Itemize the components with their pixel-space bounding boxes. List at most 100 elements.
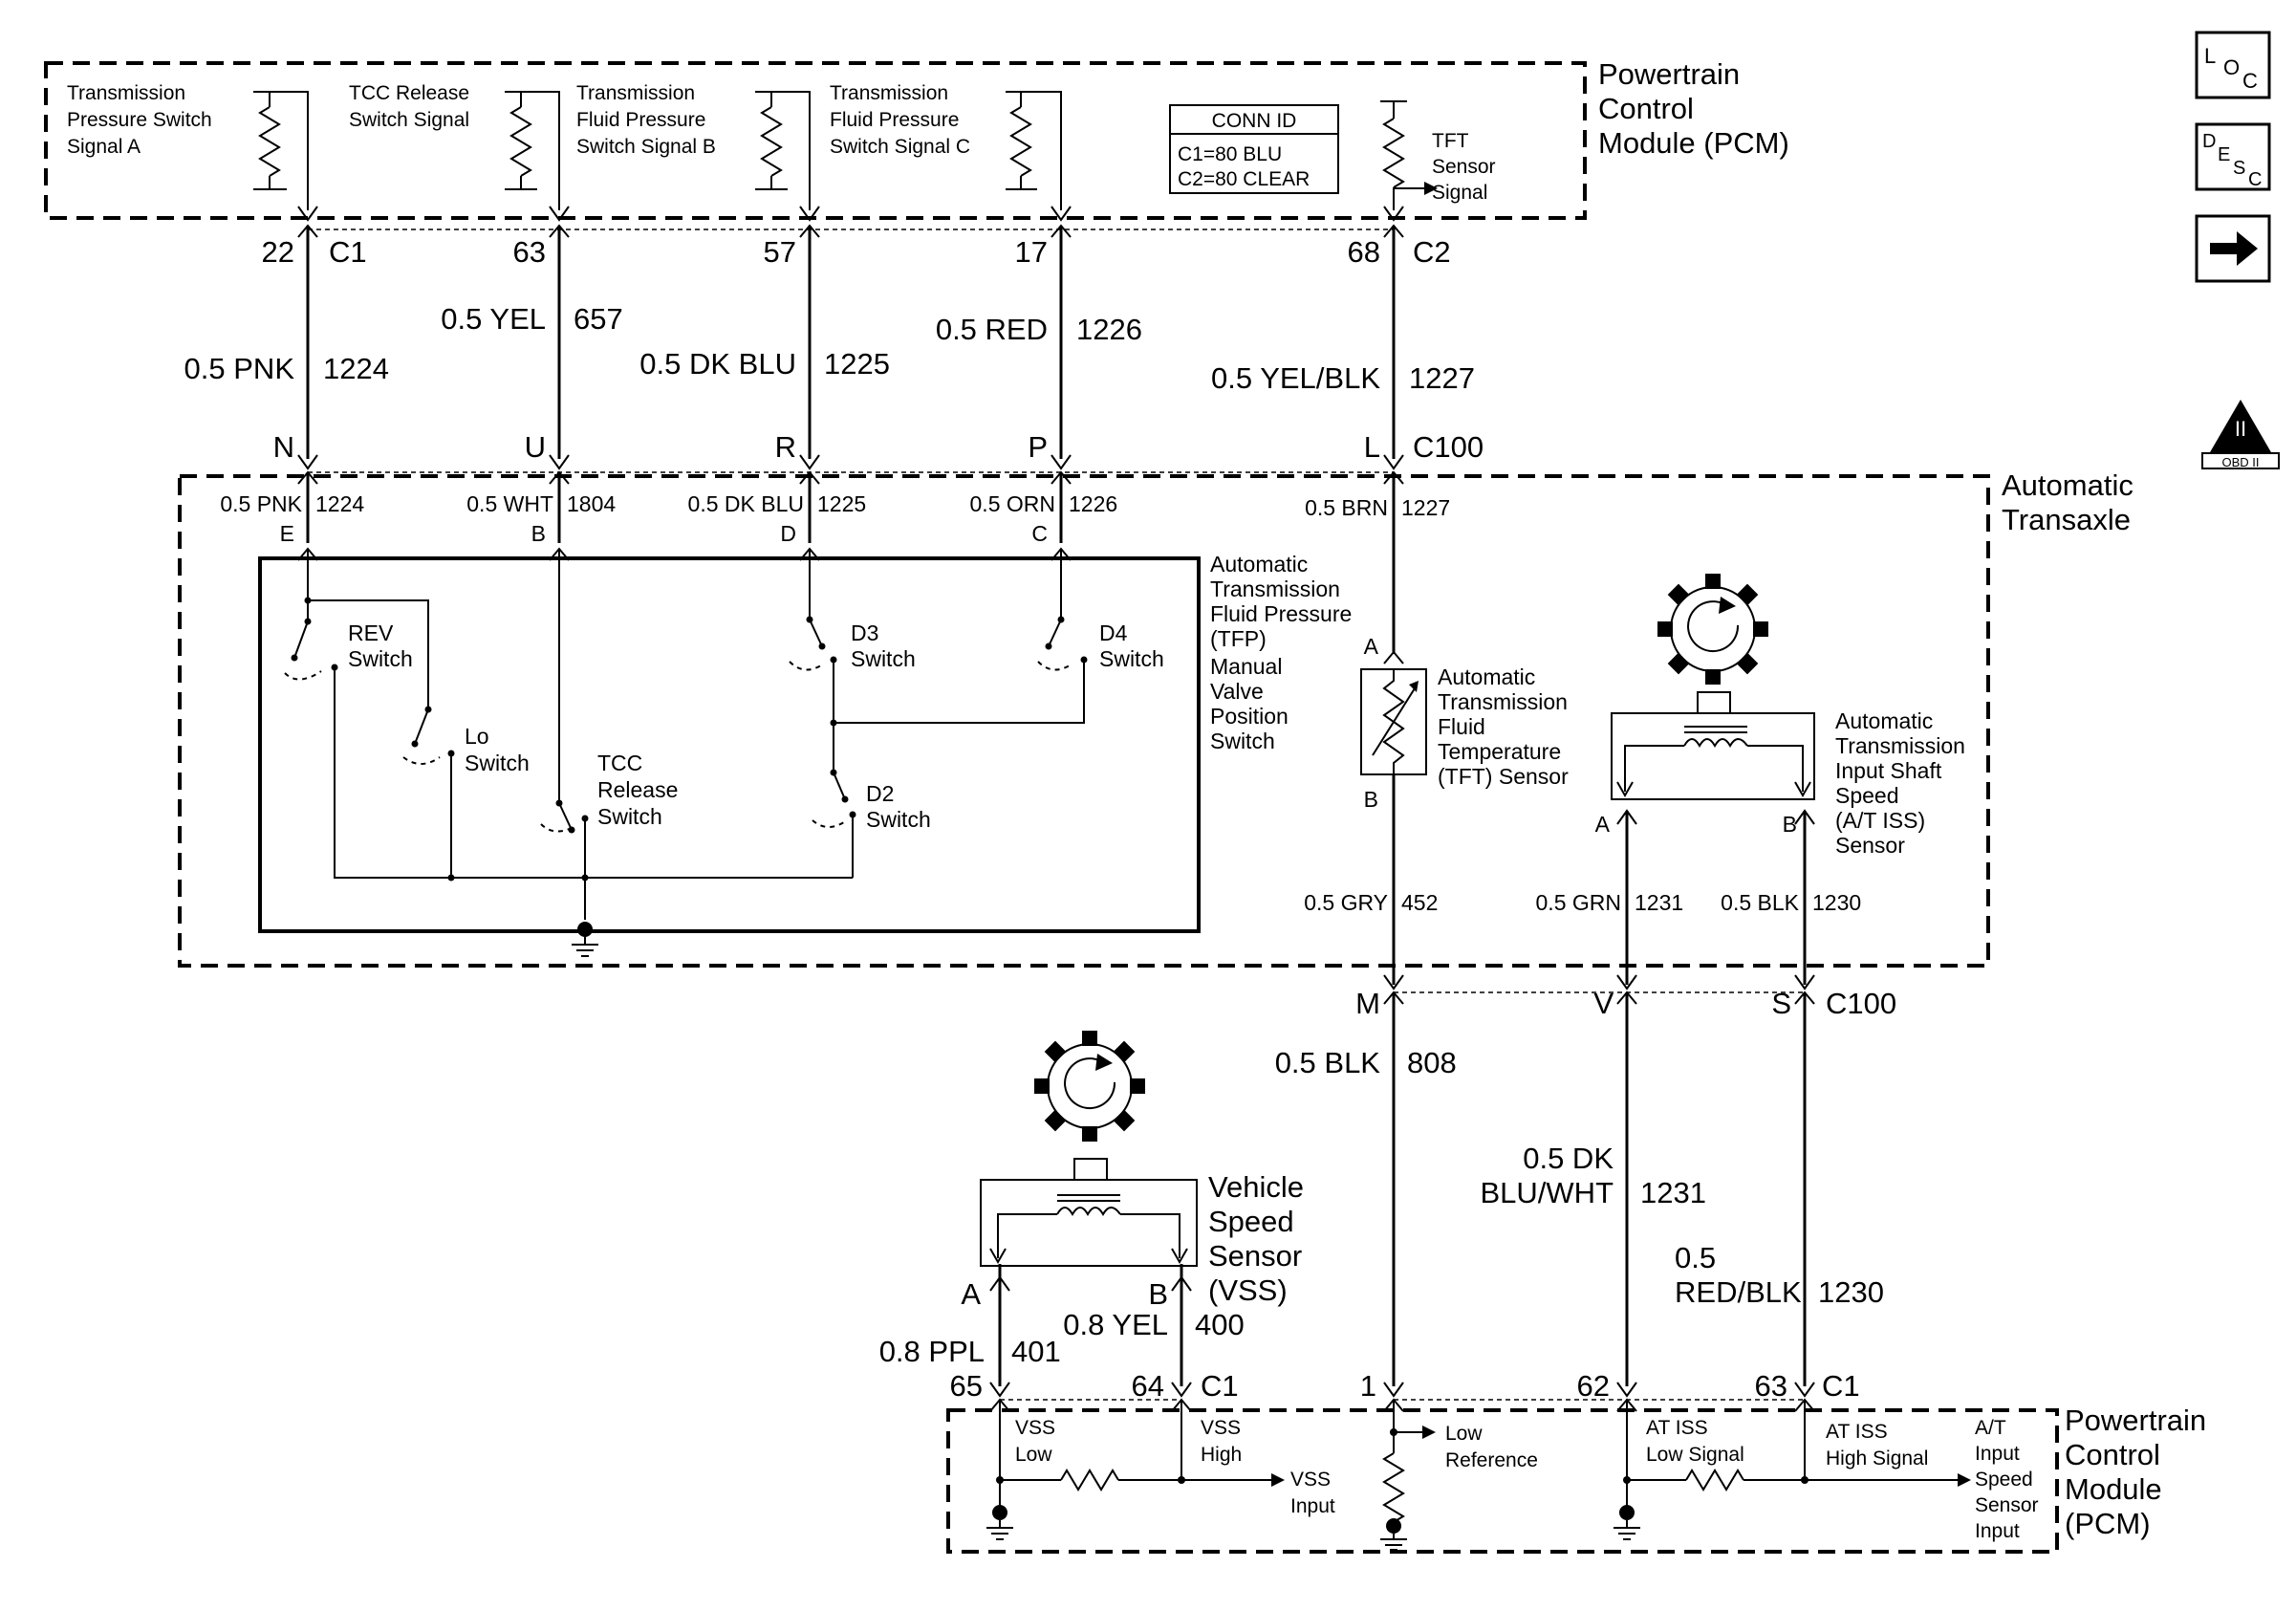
svg-text:(A/T ISS): (A/T ISS) xyxy=(1835,808,1925,833)
pcm-signal-c: Transmission Fluid Pressure Switch Signa… xyxy=(830,82,1062,210)
svg-text:C: C xyxy=(1031,521,1048,546)
svg-text:Fluid Pressure: Fluid Pressure xyxy=(576,109,705,131)
transaxle-label: Automatic Transaxle xyxy=(2002,468,2134,536)
pcm-bottom-iss: AT ISS Low Signal AT ISS High Signal A/T… xyxy=(1614,1400,2039,1542)
svg-text:Automatic: Automatic xyxy=(2002,468,2134,502)
svg-text:Powertrain: Powertrain xyxy=(2065,1404,2206,1437)
svg-text:657: 657 xyxy=(574,302,623,336)
pcm-signal-b: Transmission Fluid Pressure Switch Signa… xyxy=(576,82,811,210)
obd-ii-icon: II OBD II xyxy=(2201,400,2280,469)
svg-text:B: B xyxy=(1364,787,1378,812)
svg-text:0.8 PPL: 0.8 PPL xyxy=(879,1335,985,1368)
svg-text:Module (PCM): Module (PCM) xyxy=(1598,126,1789,160)
pcm-tcc-signal: TCC Release Switch Signal xyxy=(349,82,560,210)
svg-text:400: 400 xyxy=(1195,1308,1245,1341)
svg-text:Sensor: Sensor xyxy=(1208,1239,1302,1273)
pcm-bottom-low-ref: Low Reference xyxy=(1380,1400,1538,1551)
svg-text:Sensor: Sensor xyxy=(1975,1494,2039,1516)
pcm-top-border xyxy=(44,61,1587,220)
svg-text:OBD II: OBD II xyxy=(2221,455,2259,469)
svg-text:D4: D4 xyxy=(1099,620,1128,645)
svg-text:0.5 DK BLU: 0.5 DK BLU xyxy=(688,491,804,516)
svg-text:Sensor: Sensor xyxy=(1835,833,1905,858)
svg-text:E: E xyxy=(2218,144,2230,165)
svg-text:Switch: Switch xyxy=(851,646,916,671)
svg-text:Lo: Lo xyxy=(465,724,489,749)
svg-text:0.5 BLK: 0.5 BLK xyxy=(1721,890,1799,915)
svg-text:R: R xyxy=(775,430,796,464)
vss-gear-icon xyxy=(1034,1031,1145,1142)
svg-text:VSS: VSS xyxy=(1290,1469,1331,1491)
svg-text:Reference: Reference xyxy=(1445,1449,1538,1471)
svg-text:Switch Signal C: Switch Signal C xyxy=(830,136,970,158)
loc-icon[interactable]: L O C xyxy=(2195,31,2271,99)
svg-text:S: S xyxy=(2233,158,2245,179)
svg-text:1230: 1230 xyxy=(1818,1275,1884,1309)
svg-text:Switch: Switch xyxy=(348,646,413,671)
svg-text:C100: C100 xyxy=(1413,430,1484,464)
svg-text:VSS: VSS xyxy=(1015,1417,1055,1439)
iss-sensor: A B Automatic Transmission Input Shaft S… xyxy=(1595,574,1965,985)
svg-text:Switch Signal: Switch Signal xyxy=(349,109,469,131)
svg-text:D: D xyxy=(2202,131,2216,152)
svg-text:0.5 PNK: 0.5 PNK xyxy=(184,352,295,385)
svg-text:CONN ID: CONN ID xyxy=(1212,110,1297,132)
next-arrow-icon[interactable] xyxy=(2195,214,2271,283)
svg-text:Automatic: Automatic xyxy=(1835,708,1933,733)
svg-text:1230: 1230 xyxy=(1812,890,1861,915)
transaxle-border xyxy=(178,474,1990,968)
bottom-c1-connector: 65 64 C1 1 62 63 C1 xyxy=(950,1369,1860,1412)
svg-text:(TFT) Sensor: (TFT) Sensor xyxy=(1438,764,1569,789)
vss-sensor: A B Vehicle Speed Sensor (VSS) xyxy=(961,1031,1304,1311)
svg-text:Low: Low xyxy=(1445,1423,1483,1445)
svg-text:57: 57 xyxy=(764,235,796,269)
svg-text:A: A xyxy=(1364,634,1379,659)
tfp-label: Automatic Transmission Fluid Pressure (T… xyxy=(1210,552,1352,753)
svg-text:D2: D2 xyxy=(866,781,894,806)
svg-text:(VSS): (VSS) xyxy=(1208,1274,1288,1307)
svg-text:0.8 YEL: 0.8 YEL xyxy=(1063,1308,1168,1341)
svg-text:1224: 1224 xyxy=(323,352,389,385)
svg-text:0.5 BRN: 0.5 BRN xyxy=(1305,495,1388,520)
svg-text:1226: 1226 xyxy=(1076,313,1142,346)
svg-text:Input: Input xyxy=(1975,1443,2020,1465)
svg-text:808: 808 xyxy=(1407,1046,1457,1079)
svg-text:C: C xyxy=(2242,69,2258,93)
svg-text:Speed: Speed xyxy=(1835,783,1899,808)
svg-text:Fluid Pressure: Fluid Pressure xyxy=(830,109,959,131)
svg-text:1: 1 xyxy=(1360,1369,1376,1403)
svg-text:Module: Module xyxy=(2065,1472,2162,1506)
svg-text:Fluid Pressure: Fluid Pressure xyxy=(1210,601,1352,626)
svg-text:P: P xyxy=(1028,430,1048,464)
svg-text:High Signal: High Signal xyxy=(1826,1448,1928,1469)
svg-text:TCC: TCC xyxy=(597,751,642,775)
svg-text:1225: 1225 xyxy=(817,491,866,516)
svg-text:17: 17 xyxy=(1015,235,1048,269)
svg-text:Switch: Switch xyxy=(597,804,662,829)
svg-text:Speed: Speed xyxy=(1975,1469,2033,1491)
svg-text:B: B xyxy=(1148,1277,1168,1311)
svg-text:V: V xyxy=(1593,987,1614,1020)
svg-text:High: High xyxy=(1201,1444,1242,1466)
svg-text:Switch Signal B: Switch Signal B xyxy=(576,136,716,158)
svg-text:1227: 1227 xyxy=(1401,495,1450,520)
svg-text:AT ISS: AT ISS xyxy=(1646,1417,1708,1439)
svg-text:Switch: Switch xyxy=(866,807,931,832)
tfp-switch-box xyxy=(258,556,1201,933)
svg-text:1226: 1226 xyxy=(1069,491,1117,516)
svg-text:Manual: Manual xyxy=(1210,654,1282,679)
svg-text:452: 452 xyxy=(1401,890,1438,915)
svg-text:Automatic: Automatic xyxy=(1438,664,1535,689)
desc-icon[interactable]: D E S C xyxy=(2195,122,2271,191)
svg-text:0.5 PNK: 0.5 PNK xyxy=(220,491,302,516)
svg-text:0.5 GRY: 0.5 GRY xyxy=(1304,890,1388,915)
svg-text:1225: 1225 xyxy=(824,347,890,381)
svg-text:Vehicle: Vehicle xyxy=(1208,1170,1304,1204)
svg-text:Transmission: Transmission xyxy=(67,82,185,104)
svg-text:401: 401 xyxy=(1011,1335,1061,1368)
svg-text:C1: C1 xyxy=(329,235,367,269)
svg-text:C: C xyxy=(2248,169,2262,190)
svg-text:Input: Input xyxy=(1290,1495,1335,1517)
svg-text:0.5: 0.5 xyxy=(1675,1241,1716,1274)
